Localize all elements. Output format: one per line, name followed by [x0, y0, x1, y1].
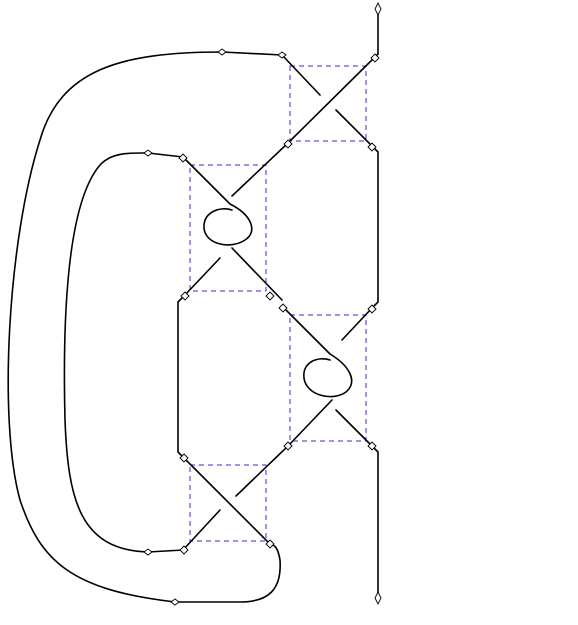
crossing-1-under-b [335, 109, 373, 147]
node-marker [278, 303, 288, 313]
arrow-marker-bottom [374, 590, 382, 606]
node-marker [179, 453, 189, 463]
twist-loop-1 [182, 156, 253, 246]
node-marker [217, 48, 227, 56]
node-marker [143, 548, 153, 556]
crossing-box-left-1 [189, 164, 267, 292]
node-marker [283, 139, 293, 149]
node-marker [367, 304, 377, 314]
crossing-box-left-2 [189, 464, 267, 542]
inner-loop-top [231, 142, 289, 197]
crossing-boxes [189, 65, 367, 542]
node-marker [277, 51, 287, 59]
crossing-1-under-a [281, 54, 321, 96]
crossing-box-right-1 [289, 65, 367, 142]
node-marker [367, 142, 377, 152]
twist-loop-2-under [335, 409, 373, 447]
node-marker [170, 598, 180, 606]
node-marker [283, 441, 293, 451]
twist-loop-2-lower [287, 399, 333, 447]
node-marker [265, 291, 275, 301]
crossing-4-under-a [235, 445, 289, 497]
outer-loop [7, 51, 283, 603]
crossing-4-under-b [182, 509, 221, 551]
twist-loop-2-tail [341, 307, 373, 341]
node-marker [180, 291, 190, 301]
inner-loop [63, 152, 184, 553]
crossing-1-over [287, 53, 379, 144]
twist-loop-1-tail [231, 247, 283, 301]
left-strand-mid [177, 295, 185, 459]
node-marker [178, 153, 188, 163]
strands [7, 7, 379, 603]
crossing-box-right-2 [289, 314, 367, 442]
node-marker [143, 149, 153, 157]
node-marker [179, 545, 189, 555]
arrow-marker-top [374, 1, 382, 17]
node-marker [367, 441, 377, 451]
strand-markers [143, 1, 382, 606]
node-marker [265, 539, 275, 549]
strand-bottom-end [371, 445, 379, 599]
twist-loop-2 [281, 305, 353, 398]
right-strand-mid [371, 145, 379, 309]
crossing-4-over [183, 457, 271, 545]
node-marker [370, 53, 380, 63]
twist-loop-1-under [183, 257, 221, 297]
